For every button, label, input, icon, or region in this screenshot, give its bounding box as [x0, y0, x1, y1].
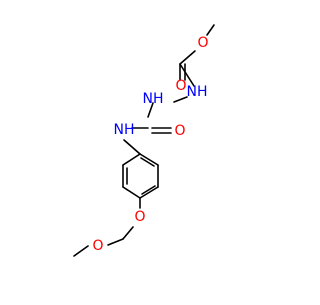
ring-bond-3 — [122, 186, 141, 199]
bond-anilide-n-ring — [123, 139, 141, 155]
bond-methyl-ester-o — [206, 24, 215, 36]
atom-o-aryl-ether: O — [134, 209, 145, 225]
ring-bond-1 — [122, 153, 141, 166]
ring-bond-4 — [139, 186, 159, 199]
atom-nh-anilide: NH — [114, 122, 135, 138]
bond-aryl-o-ch2 — [122, 226, 134, 240]
bond-ch2-methoxy-o — [107, 238, 124, 246]
atom-o-ester-top: O — [197, 35, 208, 51]
bond-carbonyl-c-nh — [179, 63, 195, 87]
atom-nh-hydrazine-lower: NH — [143, 91, 164, 107]
bond-nh-urea-c — [147, 102, 154, 118]
bond-layer — [73, 24, 215, 257]
bond-ester-o-carbonyl-c — [179, 50, 196, 65]
atom-o-carbonyl-ester: O — [175, 78, 186, 94]
atom-nh-hydrazine-upper: NH — [187, 84, 208, 100]
bond-hydrazine-n-n — [173, 96, 188, 103]
atom-o-methoxy: O — [92, 238, 103, 254]
atom-o-urea: O — [174, 123, 185, 139]
bond-methoxy-o-methyl — [73, 245, 89, 257]
molecule-diagram: O O NH NH O NH O O — [73, 24, 215, 257]
ring-inner-bond-2 — [141, 185, 156, 195]
ring-bond-6 — [139, 153, 159, 166]
structure-svg: O O NH NH O NH O O — [73, 24, 215, 257]
ring-inner-bond-3 — [140, 157, 155, 167]
atom-layer: O O NH NH O NH O O — [92, 35, 208, 254]
